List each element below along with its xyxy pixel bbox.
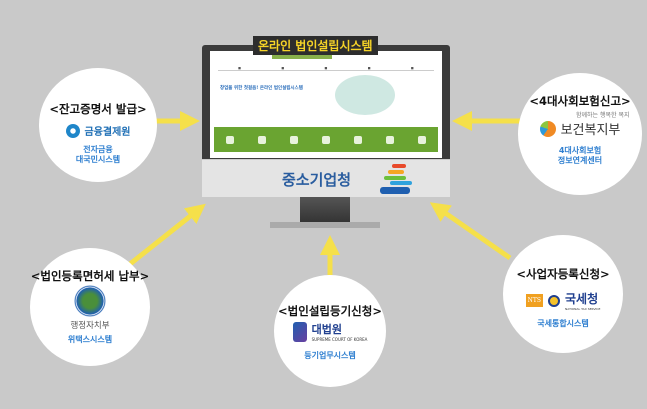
screen-menu-bar: [214, 127, 438, 152]
system-title: 온라인 법인설립시스템: [253, 36, 378, 55]
screen-headline: 창업을 위한 첫걸음! 온라인 법인설립시스템: [220, 86, 303, 91]
mois-emblem-icon: [73, 284, 107, 318]
mohw-logo-icon: [539, 120, 556, 137]
nts-emblem-icon: [548, 294, 560, 307]
smba-logo-icon: [380, 164, 412, 194]
kftc-logo-icon: [65, 123, 80, 138]
arrow-bottom-left: [123, 203, 206, 270]
org-smba: 중소기업청: [282, 171, 352, 189]
monitor: ■■■■■ 창업을 위한 첫걸음! 온라인 법인설립시스템 중소기업청: [202, 45, 450, 197]
monitor-stand: [300, 197, 350, 223]
court-logo-icon: [292, 321, 307, 342]
node-mohw: <4대사회보험신고> 함께하는 행복한 복지 보건복지부 4대사회보험 정보연계…: [518, 73, 642, 195]
node-kftc: <잔고증명서 발급> 금융결제원 전자금융 대국민시스템: [39, 68, 157, 182]
monitor-chin: 중소기업청: [202, 159, 450, 197]
monitor-base: [270, 222, 380, 228]
website-screenshot: ■■■■■ 창업을 위한 첫걸음! 온라인 법인설립시스템: [210, 51, 442, 158]
node-mois: <법인등록면허세 납부> 행정자치부 위택스시스템: [30, 248, 150, 366]
arrow-bottom-right: [429, 202, 512, 261]
